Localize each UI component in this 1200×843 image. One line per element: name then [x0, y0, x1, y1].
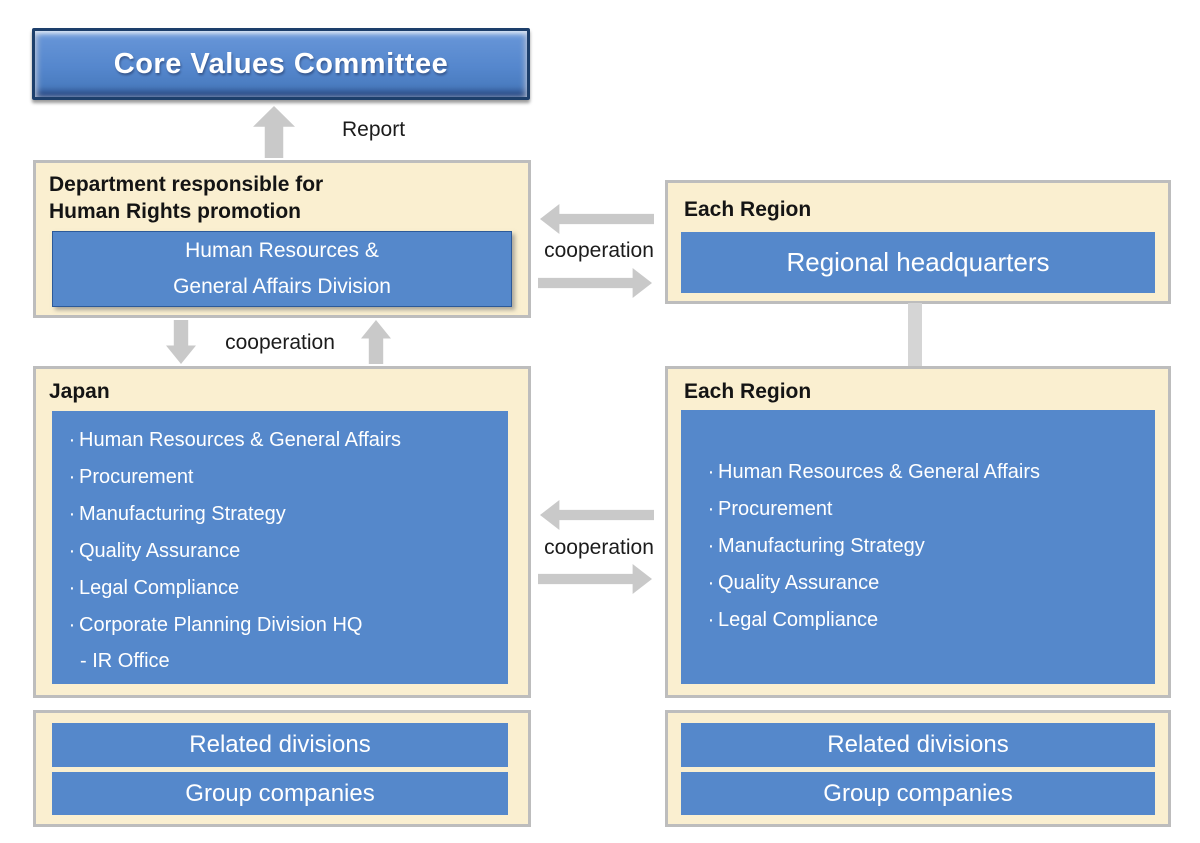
bullet-icon: ·: [707, 535, 715, 557]
bullet-icon: ·: [68, 429, 76, 451]
core-values-committee-label: Core Values Committee: [113, 47, 449, 80]
cooperation-vertical-label: cooperation: [225, 331, 335, 354]
region-list-item-label: Procurement: [718, 498, 833, 520]
related-divisions-left-bar: Related divisions: [52, 723, 508, 767]
japan-list-item-label: Manufacturing Strategy: [79, 503, 286, 525]
japan-title: Japan: [49, 380, 110, 403]
hr-ga-division-line1: Human Resources &: [185, 239, 379, 262]
japan-list-item: · Procurement: [66, 459, 502, 496]
cooperation-arrow-up-icon: [361, 320, 391, 364]
group-companies-right-label: Group companies: [823, 779, 1013, 807]
japan-list-item: · Human Resources & General Affairs: [66, 422, 502, 459]
japan-list-item: · Manufacturing Strategy: [66, 496, 502, 533]
cooperation-top-arrow-right-icon: [538, 268, 652, 298]
region-list-item-label: Legal Compliance: [718, 609, 879, 631]
japan-list-item-label: Procurement: [79, 466, 194, 488]
bullet-icon: ·: [707, 498, 715, 520]
region-list-item-label: Manufacturing Strategy: [718, 535, 925, 557]
region-list-item: · Legal Compliance: [705, 602, 1149, 639]
region-list-item-label: Human Resources & General Affairs: [718, 461, 1041, 483]
region-list-item: · Manufacturing Strategy: [705, 528, 1149, 565]
japan-list-item-label: Human Resources & General Affairs: [79, 429, 402, 451]
bullet-icon: ·: [707, 609, 715, 631]
group-companies-right-bar: Group companies: [681, 772, 1155, 815]
japan-list-item: · Quality Assurance: [66, 533, 502, 570]
related-divisions-right-label: Related divisions: [827, 731, 1009, 758]
region-list-item: · Human Resources & General Affairs: [705, 454, 1149, 491]
department-title-line1: Department responsible for: [49, 173, 324, 196]
region-list-box: · Human Resources & General Affairs · Pr…: [681, 410, 1155, 684]
japan-list-item-label: Corporate Planning Division HQ: [79, 614, 363, 636]
bullet-icon: ·: [68, 614, 76, 636]
regional-headquarters-label: Regional headquarters: [786, 247, 1050, 277]
bullet-icon: ·: [707, 461, 715, 483]
cooperation-top-arrow-left-icon: [540, 204, 654, 234]
japan-list-sub-item: - IR Office: [80, 649, 170, 672]
cooperation-middle-arrow-right-icon: [538, 564, 652, 594]
japan-list-box: · Human Resources & General Affairs · Pr…: [52, 411, 508, 684]
hr-ga-division-box: Human Resources & General Affairs Divisi…: [52, 231, 512, 307]
bullet-icon: ·: [707, 572, 715, 594]
group-companies-left-label: Group companies: [185, 779, 375, 807]
cooperation-arrow-down-icon: [166, 320, 196, 364]
bullet-icon: ·: [68, 503, 76, 525]
bullet-icon: ·: [68, 577, 76, 599]
each-region-top-title: Each Region: [684, 198, 812, 221]
region-list-item: · Quality Assurance: [705, 565, 1149, 602]
japan-list-item: · Corporate Planning Division HQ: [66, 607, 502, 644]
japan-list-item-label: Legal Compliance: [79, 577, 240, 599]
cooperation-top-label: cooperation: [544, 239, 654, 262]
group-companies-left-bar: Group companies: [52, 772, 508, 815]
core-values-committee-box: Core Values Committee: [32, 28, 530, 100]
region-list-item-label: Quality Assurance: [718, 572, 880, 594]
bullet-icon: ·: [68, 540, 76, 562]
cooperation-middle-arrow-left-icon: [540, 500, 654, 530]
cooperation-middle-label: cooperation: [544, 536, 654, 559]
related-divisions-right-bar: Related divisions: [681, 723, 1155, 767]
each-region-bottom-title: Each Region: [684, 380, 812, 403]
bullet-icon: ·: [68, 466, 76, 488]
japan-list-item: · Legal Compliance: [66, 570, 502, 607]
related-divisions-left-label: Related divisions: [189, 731, 371, 758]
japan-list-item-label: Quality Assurance: [79, 540, 241, 562]
department-title-line2: Human Rights promotion: [49, 200, 301, 223]
region-list-item: · Procurement: [705, 491, 1149, 528]
hr-ga-division-line2: General Affairs Division: [173, 275, 391, 298]
regional-headquarters-box: Regional headquarters: [681, 232, 1155, 293]
report-arrow-up-icon: [253, 106, 295, 158]
report-label: Report: [342, 118, 406, 141]
vertical-connector-line: [908, 303, 922, 367]
